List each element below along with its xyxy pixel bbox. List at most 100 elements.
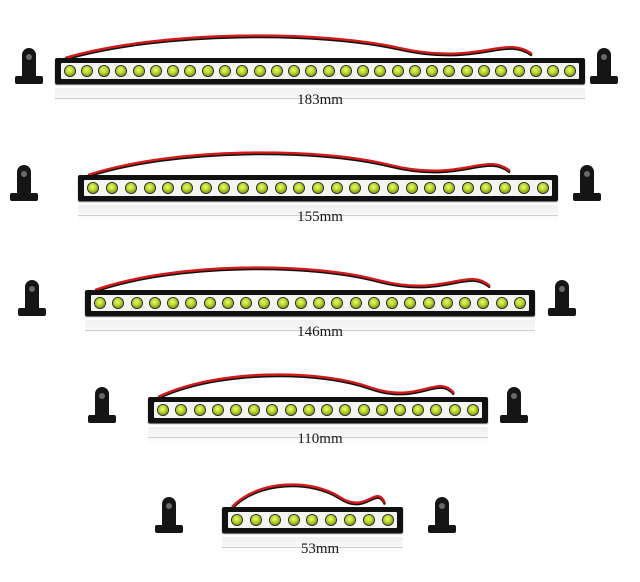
bar-reflection [85, 320, 535, 338]
led [64, 66, 75, 76]
led [409, 66, 420, 76]
led [307, 515, 318, 525]
mounting-bracket-right [573, 165, 601, 205]
bracket-hole [166, 503, 172, 509]
led [312, 183, 323, 193]
led [237, 66, 248, 76]
led [238, 183, 249, 193]
led [350, 298, 361, 308]
light-bar [55, 58, 585, 84]
bracket-hole [29, 286, 35, 292]
bracket-post [25, 280, 39, 310]
led [413, 405, 424, 415]
bar-reflection [148, 427, 488, 445]
led [202, 66, 213, 76]
led [449, 405, 460, 415]
bracket-post [507, 387, 521, 417]
led [427, 66, 438, 76]
bracket-post [95, 387, 109, 417]
bracket-foot [590, 76, 618, 84]
led [500, 183, 511, 193]
led [496, 298, 507, 308]
length-label: 110mm [297, 431, 343, 447]
bracket-post [162, 497, 176, 527]
led [406, 183, 417, 193]
bar-reflection [78, 205, 558, 223]
led [251, 515, 262, 525]
power-wire [94, 266, 491, 293]
led [350, 183, 361, 193]
led [288, 515, 299, 525]
led [285, 405, 296, 415]
length-guide-line [222, 547, 403, 548]
light-bar-face [91, 295, 529, 311]
led [461, 66, 472, 76]
led [375, 66, 386, 76]
led [200, 183, 211, 193]
bracket-post [580, 165, 594, 195]
led [204, 298, 215, 308]
led [478, 298, 489, 308]
led [149, 298, 160, 308]
led [481, 183, 492, 193]
led [323, 66, 334, 76]
bracket-hole [584, 171, 590, 177]
led [116, 66, 127, 76]
length-label: 155mm [297, 209, 343, 225]
led [256, 183, 267, 193]
led [368, 298, 379, 308]
led [332, 298, 343, 308]
led [131, 298, 142, 308]
light-bar [78, 175, 558, 201]
power-wire [231, 483, 386, 510]
power-wire [87, 151, 511, 178]
bracket-hole [601, 54, 607, 60]
bracket-hole [26, 54, 32, 60]
led [163, 183, 174, 193]
led [460, 298, 471, 308]
led [479, 66, 489, 76]
led [194, 405, 205, 415]
bracket-hole [511, 393, 517, 399]
bracket-foot [428, 525, 456, 533]
led [326, 515, 337, 525]
bar-reflection [55, 88, 585, 106]
bracket-foot [573, 193, 601, 201]
bracket-post [22, 48, 36, 78]
led [133, 66, 144, 76]
bracket-foot [500, 415, 528, 423]
length-guide-line [148, 437, 488, 438]
led [382, 515, 393, 525]
light-bar-face [228, 512, 397, 528]
bracket-post [435, 497, 449, 527]
bracket-foot [88, 415, 116, 423]
bracket-post [597, 48, 611, 78]
led [81, 66, 92, 76]
led [186, 298, 197, 308]
led [530, 66, 541, 76]
led [306, 66, 317, 76]
led [376, 405, 387, 415]
bracket-foot [18, 308, 46, 316]
led [518, 183, 529, 193]
led [219, 183, 230, 193]
led [441, 298, 452, 308]
led [462, 183, 473, 193]
led [271, 66, 282, 76]
led [548, 66, 559, 76]
led [181, 183, 192, 193]
led [294, 183, 305, 193]
length-label: 183mm [297, 92, 343, 108]
led [254, 66, 265, 76]
led [496, 66, 507, 76]
bracket-hole [559, 286, 565, 292]
light-bar [85, 290, 535, 316]
light-bar [222, 507, 403, 533]
led [444, 66, 455, 76]
led [358, 66, 369, 76]
led [275, 183, 286, 193]
bracket-foot [155, 525, 183, 533]
length-label: 146mm [297, 324, 343, 340]
led [295, 298, 306, 308]
mounting-bracket-left [10, 165, 38, 205]
